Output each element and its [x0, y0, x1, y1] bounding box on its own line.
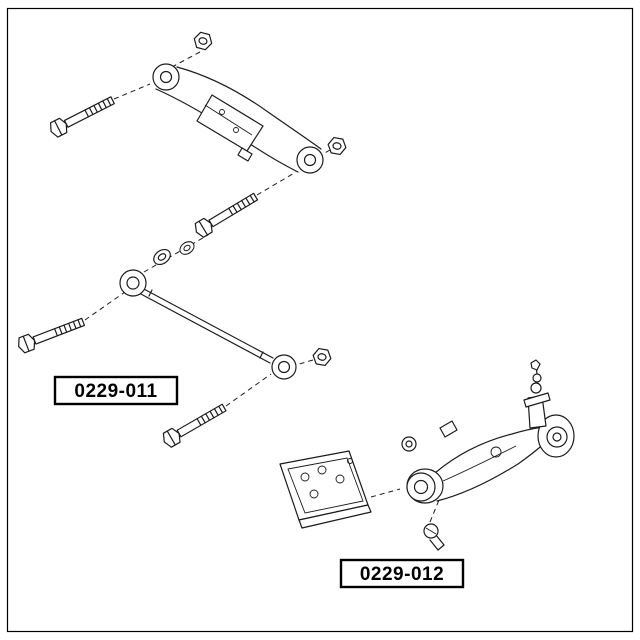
part-label-box: [339, 558, 465, 589]
part-label-text: 0229-012: [360, 564, 444, 585]
small-bolt: [423, 523, 445, 551]
lateral-link-rod: [119, 269, 297, 380]
part-label-0229-011: 0229-011: [53, 375, 179, 406]
part-label-box: [53, 375, 179, 406]
bolt-top-left: [46, 92, 117, 140]
mounting-bracket-plate: [279, 450, 372, 529]
hex-nut-right: [326, 136, 348, 156]
bolt-upper-arm-lower: [191, 189, 261, 240]
part-label-0229-012: 0229-012: [339, 558, 465, 589]
bolt-lateral-link-lower: [159, 399, 229, 450]
rear-knuckle-assembly: [401, 359, 575, 504]
part-label-text: 0229-011: [74, 381, 157, 402]
assembly-leader-lines: [84, 51, 440, 523]
washer-pair: [150, 238, 197, 269]
diagram-border: [6, 7, 634, 633]
upper-control-arm: [152, 63, 324, 174]
hex-nut-link-right: [311, 347, 333, 367]
hex-nut-top: [191, 30, 215, 52]
bolt-lateral-link-left: [15, 313, 87, 355]
